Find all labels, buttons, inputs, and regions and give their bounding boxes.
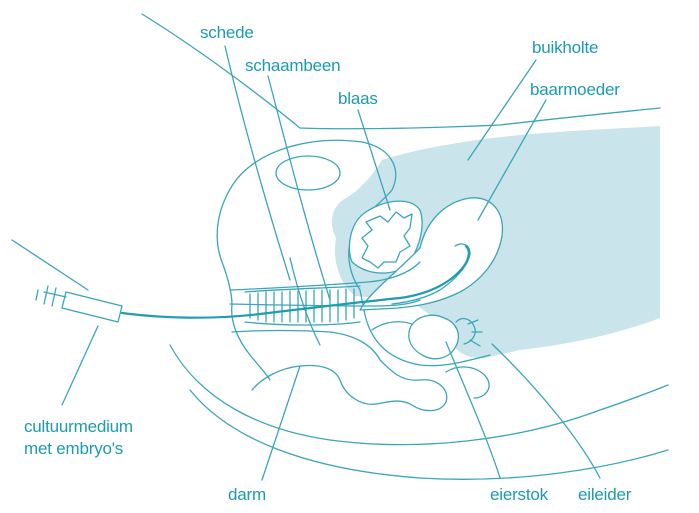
buttock-outline <box>190 390 668 479</box>
label-schede: schede <box>200 22 254 44</box>
label-cultuurmedium: cultuurmedium <box>24 416 133 438</box>
label-met-embryos: met embryo's <box>24 438 123 460</box>
label-buikholte: buikholte <box>532 37 598 59</box>
label-baarmoeder: baarmoeder <box>530 79 620 101</box>
label-darm: darm <box>228 484 266 506</box>
syringe-barrel <box>62 292 122 322</box>
label-schaambeen: schaambeen <box>245 55 340 77</box>
label-eileider: eileider <box>578 484 631 506</box>
label-eierstok: eierstok <box>490 484 548 506</box>
label-blaas: blaas <box>338 88 378 110</box>
pelvis-inner-outline <box>217 180 270 380</box>
syringe-plunger <box>36 286 66 306</box>
pubic-bone <box>276 156 340 190</box>
